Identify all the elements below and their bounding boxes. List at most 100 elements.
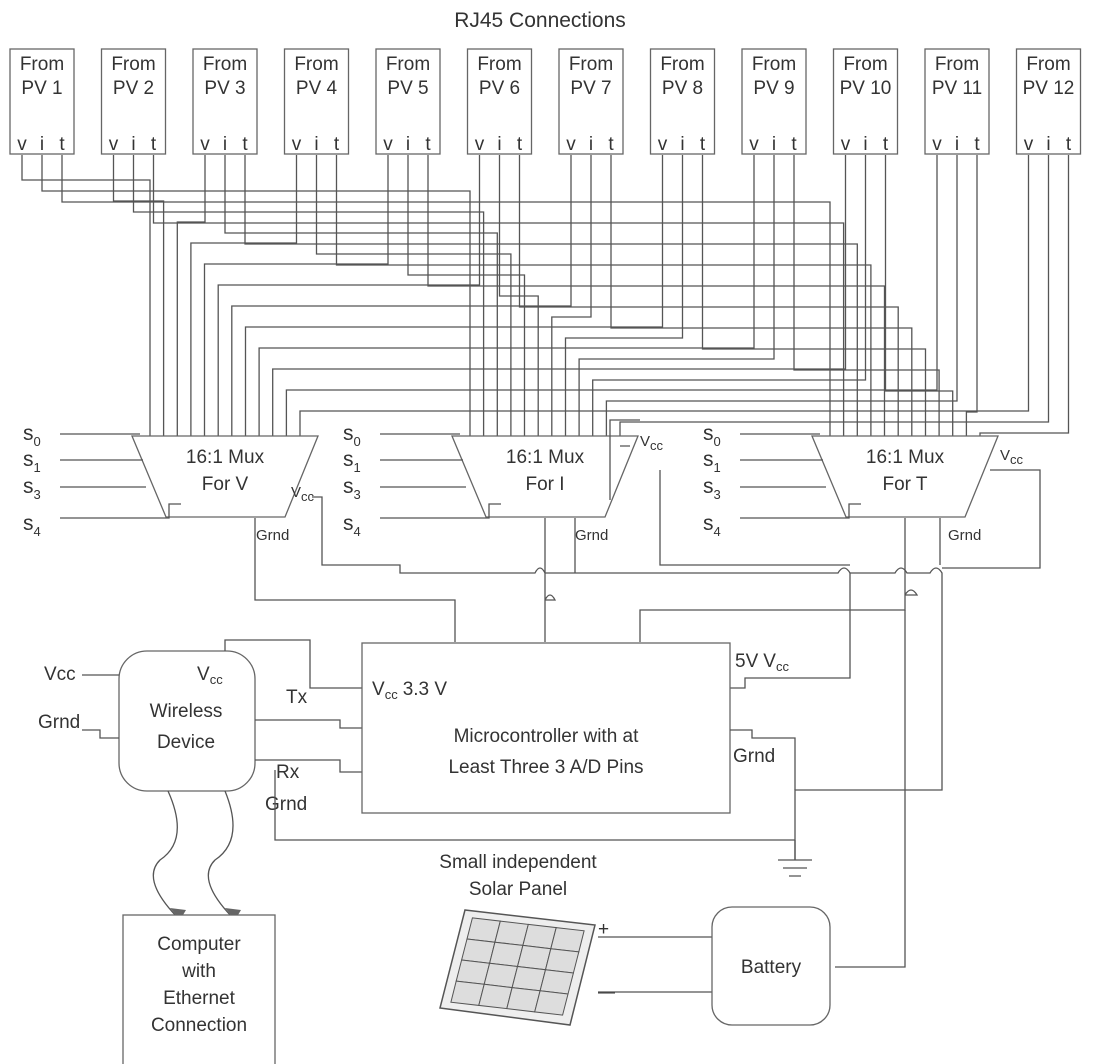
pv9-v-wire — [258, 155, 755, 436]
pv5-i-wire — [407, 155, 526, 436]
pin-label-i: i — [1046, 134, 1050, 155]
pv1-v-wire — [21, 155, 151, 436]
pin-label-i: i — [955, 134, 959, 155]
solar-cell — [460, 938, 496, 964]
pv1-i-wire — [41, 155, 471, 436]
power-wires — [254, 419, 1041, 968]
mux-i-grnd-label: Grnd — [575, 527, 608, 544]
solar-cell — [516, 944, 552, 971]
pv-module-box — [558, 48, 624, 155]
solar-cell — [544, 948, 580, 974]
solar-cell — [450, 980, 485, 1006]
signal-wires — [21, 155, 1070, 436]
pin-label-i: i — [40, 134, 44, 155]
computer-line2: with — [181, 961, 216, 982]
pv8-t-wire — [701, 155, 927, 436]
pv11-i-wire — [605, 155, 958, 436]
mux-v: 16:1 Mux For V Vcc Grnd — [131, 435, 319, 544]
pv-module-line2: PV 7 — [570, 78, 611, 99]
pin-label-v: v — [292, 134, 302, 155]
pv-module-box — [100, 48, 167, 155]
select-line — [60, 503, 181, 519]
select-label-s0: s0 — [343, 422, 361, 449]
solar-cell — [506, 987, 541, 1013]
pv3-v-wire — [176, 155, 206, 436]
wireless-title-line1: Wireless — [150, 701, 223, 722]
pv-module-line1: From — [111, 54, 155, 75]
select-label-s3: s3 — [23, 475, 41, 502]
pv9-i-wire — [578, 155, 775, 436]
solar-cell — [455, 959, 491, 985]
pv-module-box — [741, 48, 807, 155]
mux-t-title: 16:1 Mux — [866, 447, 945, 468]
pv-module-line2: PV 9 — [753, 78, 794, 99]
pin-label-i: i — [406, 134, 410, 155]
pin-label-v: v — [109, 134, 119, 155]
solar-panel: Small independent Solar Panel + — — [439, 852, 712, 1026]
solar-plus-label: + — [598, 919, 609, 940]
pin-label-v: v — [475, 134, 485, 155]
pv2-t-wire — [152, 155, 845, 436]
pv-module-line1: From — [203, 54, 247, 75]
pv-module-line2: PV 4 — [296, 78, 338, 99]
pin-label-v: v — [932, 134, 942, 155]
pv6-v-wire — [217, 155, 481, 436]
battery: Battery — [711, 906, 831, 1026]
mux-i: 16:1 Mux For I Vcc Grnd — [451, 433, 664, 544]
solar-cell — [550, 927, 585, 953]
pin-label-t: t — [517, 134, 523, 155]
wireless-grnd-output-label: Grnd — [265, 794, 307, 815]
mux-t-grnd-label: Grnd — [948, 527, 981, 544]
wireless-vcc-input-label: Vcc — [44, 664, 76, 685]
pin-label-t: t — [425, 134, 431, 155]
pin-label-v: v — [17, 134, 27, 155]
pv-module-box — [375, 48, 441, 155]
pin-label-i: i — [680, 134, 684, 155]
mcu-grnd-label: Grnd — [733, 746, 775, 767]
pv-module-box — [466, 48, 533, 155]
mux-t-subtitle: For T — [882, 474, 927, 495]
pv8-v-wire — [244, 155, 664, 436]
pin-label-i: i — [589, 134, 593, 155]
select-label-s4: s4 — [343, 512, 361, 539]
wireless-grnd-input-label: Grnd — [38, 712, 80, 733]
select-label-s3: s3 — [343, 475, 361, 502]
pv-module-line2: PV 2 — [113, 78, 154, 99]
pv3-t-wire — [244, 155, 858, 436]
pv12-v-wire — [299, 155, 1030, 436]
pin-label-t: t — [151, 134, 157, 155]
pv4-i-wire — [315, 155, 512, 436]
pv-module-box — [924, 48, 990, 155]
diagram-title: RJ45 Connections — [454, 9, 626, 32]
pin-label-t: t — [608, 134, 614, 155]
pv10-t-wire — [884, 155, 954, 436]
pv5-t-wire — [427, 155, 886, 436]
pv-module-line1: From — [386, 54, 430, 75]
solar-cell — [511, 965, 547, 992]
pin-label-t: t — [700, 134, 706, 155]
computer-line3: Ethernet — [163, 988, 236, 1009]
pin-label-t: t — [791, 134, 797, 155]
pv11-v-wire — [285, 155, 938, 436]
pv-module-box — [832, 48, 899, 155]
pv-module-line1: From — [935, 54, 979, 75]
pv-module-line2: PV 10 — [840, 78, 892, 99]
wireless-vcc-label: Vcc — [197, 664, 223, 687]
solar-cell — [534, 990, 569, 1016]
select-label-s4: s4 — [23, 512, 41, 539]
pin-label-v: v — [200, 134, 210, 155]
mux-v-grnd-label: Grnd — [256, 527, 289, 544]
pin-label-t: t — [974, 134, 980, 155]
wireless-title-line2: Device — [157, 732, 215, 753]
